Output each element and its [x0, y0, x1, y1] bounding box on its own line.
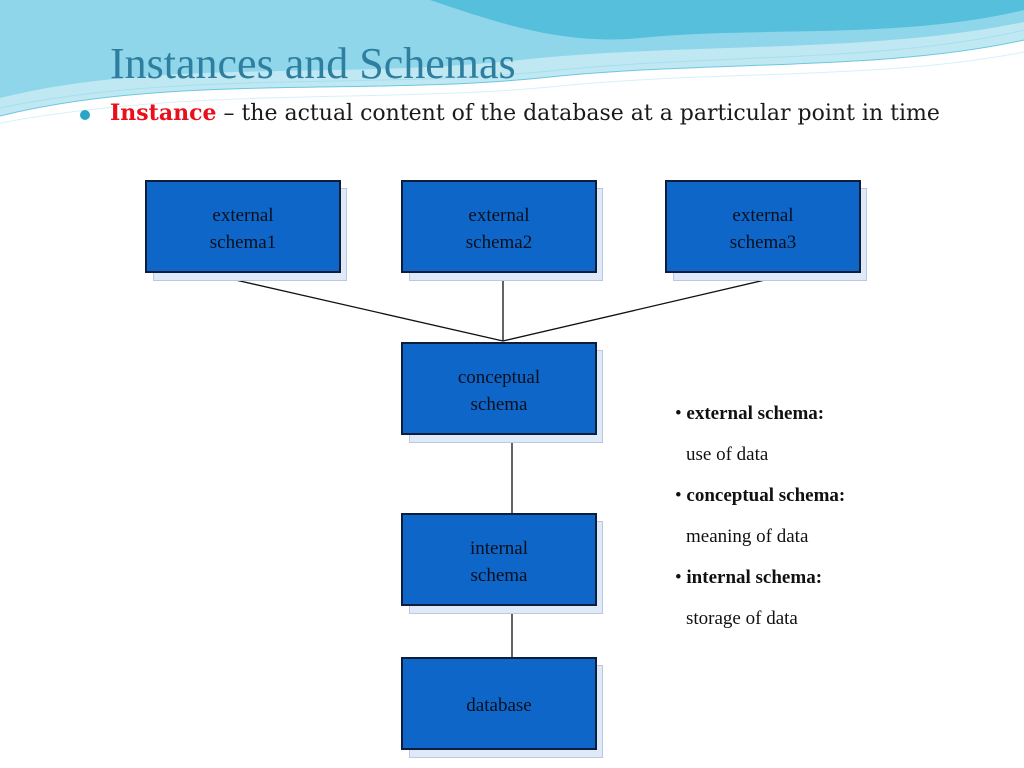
- conceptual-schema-line1: conceptual: [457, 367, 541, 388]
- internal-schema-line2: schema: [470, 565, 528, 586]
- connector-external3: [502, 272, 796, 342]
- external-schema1-node: external schema1: [145, 180, 347, 281]
- schema-legend: • external schema: use of data • concept…: [675, 400, 975, 646]
- internal-schema-line1: internal: [469, 538, 529, 559]
- external-schema2-line2: schema2: [465, 232, 533, 253]
- external-schema3-node: external schema3: [665, 180, 867, 281]
- bullet-dot-icon: [80, 110, 90, 120]
- header-wave-decoration: [0, 0, 1024, 124]
- legend-external-term: • external schema:: [675, 403, 825, 424]
- external-schema1-line2: schema1: [209, 232, 277, 253]
- connector-external1: [204, 272, 504, 342]
- conceptual-schema-line2: schema: [470, 394, 528, 415]
- external-schema3-line2: schema3: [729, 232, 797, 253]
- database-label: database: [466, 695, 532, 716]
- external-schema1-line1: external: [212, 205, 274, 226]
- legend-internal-term: • internal schema:: [675, 567, 823, 588]
- conceptual-schema-node: conceptual schema: [401, 342, 603, 443]
- legend-internal-desc: storage of data: [686, 608, 798, 629]
- legend-conceptual-desc: meaning of data: [686, 526, 809, 547]
- legend-external-desc: use of data: [686, 444, 769, 465]
- instance-description: – the actual content of the database at …: [216, 101, 940, 126]
- instance-definition: Instance – the actual content of the dat…: [110, 100, 960, 126]
- external-schema3-line1: external: [732, 205, 794, 226]
- slide-title: Instances and Schemas: [110, 39, 516, 88]
- database-node: database: [401, 657, 603, 758]
- legend-conceptual-term: • conceptual schema:: [675, 485, 846, 506]
- external-schema2-node: external schema2: [401, 180, 603, 281]
- internal-schema-node: internal schema: [401, 513, 603, 614]
- instance-keyword: Instance: [110, 100, 217, 126]
- external-schema2-line1: external: [468, 205, 530, 226]
